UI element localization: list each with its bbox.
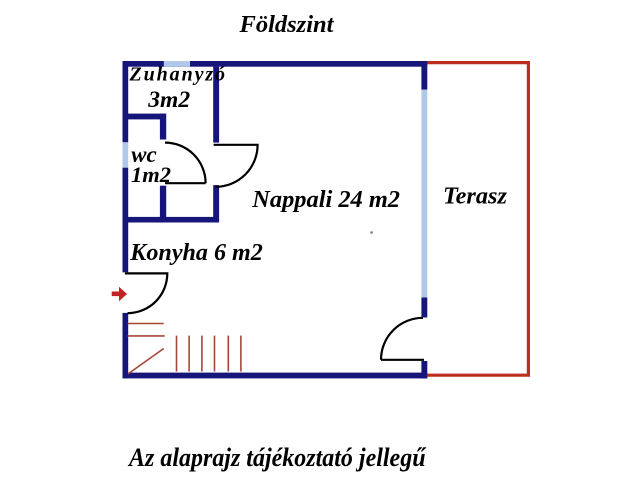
svg-text:Az alaprajz tájékoztató jelleg: Az alaprajz tájékoztató jellegű: [127, 442, 426, 473]
svg-text:Zuhanyzó: Zuhanyzó: [129, 63, 227, 85]
svg-text:Konyha 6 m2: Konyha 6 m2: [129, 240, 263, 266]
svg-text:Földszint: Földszint: [239, 11, 335, 38]
svg-text:wc: wc: [131, 142, 156, 167]
svg-text:1m2: 1m2: [131, 162, 171, 187]
svg-text:Nappali 24 m2: Nappali 24 m2: [251, 186, 400, 213]
svg-text:3m2: 3m2: [147, 87, 190, 113]
svg-text:Terasz: Terasz: [443, 182, 507, 209]
